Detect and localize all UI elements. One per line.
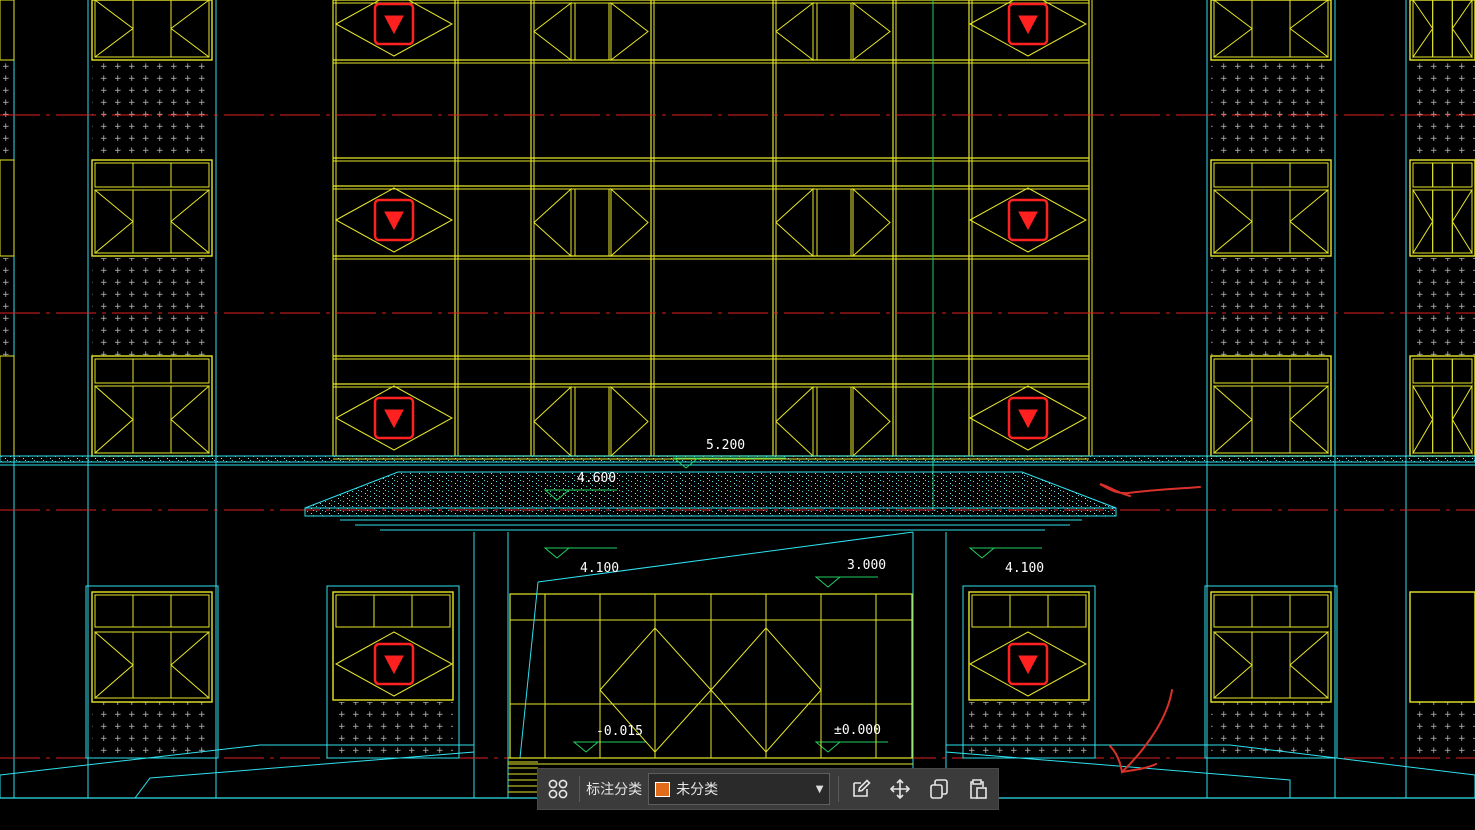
toolbar-separator — [579, 776, 581, 802]
move-icon — [890, 778, 911, 800]
elev-label-5200: 5.200 — [706, 438, 745, 453]
move-button[interactable] — [881, 769, 920, 809]
elev-label-4100-left: 4.100 — [580, 561, 619, 576]
annotation-arrow-ramp — [1109, 689, 1173, 775]
category-color-swatch — [655, 781, 671, 797]
chevron-down-icon: ▼ — [815, 783, 824, 795]
category-dropdown[interactable]: 未分类 ▼ — [648, 773, 831, 805]
toolbar-separator — [838, 776, 840, 802]
paste-icon — [970, 779, 988, 799]
elev-label-0000: ±0.000 — [834, 723, 881, 738]
edit-icon — [853, 779, 871, 797]
building-elevation — [0, 0, 1475, 799]
elev-label-3000: 3.000 — [847, 558, 886, 573]
category-label: 标注分类 — [586, 782, 643, 798]
elevation-labels: 5.200 4.600 4.100 3.000 4.100 -0.015 ±0.… — [577, 438, 1044, 739]
markup-annotations — [1099, 483, 1201, 775]
category-selected-value: 未分类 — [676, 782, 719, 798]
copy-icon — [930, 779, 949, 799]
elev-label-4600: 4.600 — [577, 471, 616, 486]
copy-button[interactable] — [920, 769, 959, 809]
edit-button[interactable] — [841, 769, 880, 809]
group-button[interactable] — [538, 769, 577, 809]
annotation-toolbar: 标注分类 未分类 ▼ — [537, 768, 999, 810]
annotation-arrow-canopy — [1099, 483, 1201, 497]
elev-label-4100-right: 4.100 — [1005, 561, 1044, 576]
paste-button[interactable] — [959, 769, 998, 809]
elev-label-minus0015: -0.015 — [596, 724, 643, 739]
grid-icon — [548, 779, 567, 799]
